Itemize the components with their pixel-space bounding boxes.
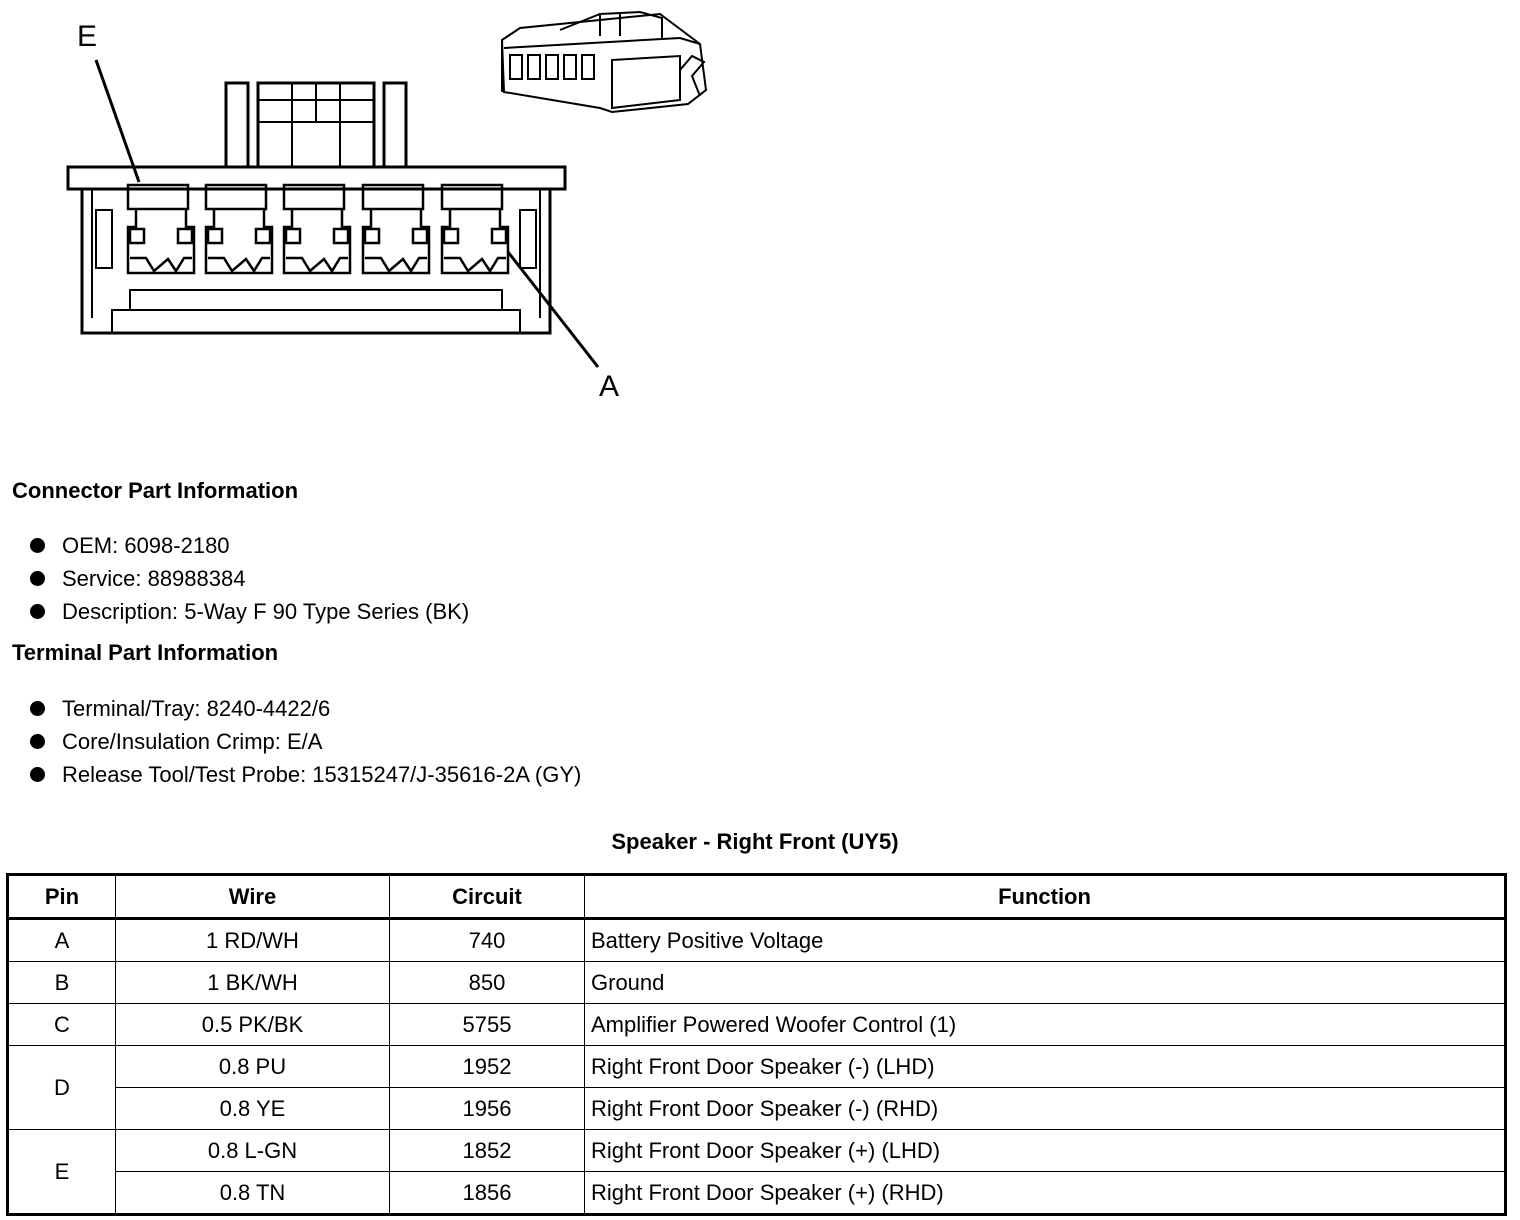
circuit-cell: 1956	[389, 1087, 585, 1130]
list-item: Release Tool/Test Probe: 15315247/J-3561…	[30, 764, 581, 797]
list-item: Terminal/Tray: 8240-4422/6	[30, 698, 581, 731]
wire-cell: 0.8 YE	[115, 1087, 390, 1130]
pinout-table: Pin Wire Circuit Function A 1 RD/WH 740 …	[6, 873, 1507, 1216]
item-text: Terminal/Tray: 8240-4422/6	[62, 696, 331, 721]
wire-cell: 0.8 TN	[115, 1171, 390, 1215]
terminal-cavity	[440, 183, 510, 275]
circuit-cell: 740	[389, 918, 585, 962]
terminal-part-info-title: Terminal Part Information	[12, 640, 279, 665]
list-item: Service: 88988384	[30, 568, 469, 601]
circuit-cell: 1856	[389, 1171, 585, 1215]
circuit-cell: 5755	[389, 1003, 585, 1046]
pin-cell: C	[7, 1003, 116, 1046]
function-cell: Ground	[584, 961, 1506, 1004]
connector-part-info-title: Connector Part Information	[12, 478, 299, 503]
wire-cell: 1 BK/WH	[115, 961, 390, 1004]
terminal-cavity	[361, 183, 431, 275]
terminal-cavity	[282, 183, 352, 275]
function-cell: Right Front Door Speaker (+) (LHD)	[584, 1129, 1506, 1172]
item-text: OEM: 6098-2180	[62, 533, 230, 558]
table-header-row: Pin Wire Circuit Function	[7, 874, 1506, 919]
pin-cell: D	[7, 1045, 116, 1130]
header-function: Function	[584, 874, 1506, 919]
item-text: Service: 88988384	[62, 566, 246, 591]
terminal-part-info-list: Terminal/Tray: 8240-4422/6 Core/Insulati…	[30, 698, 581, 797]
item-text: Core/Insulation Crimp: E/A	[62, 729, 323, 754]
list-item: Core/Insulation Crimp: E/A	[30, 731, 581, 764]
circuit-cell: 1952	[389, 1045, 585, 1088]
table-title: Speaker - Right Front (UY5)	[611, 829, 899, 854]
bullet-icon	[30, 604, 45, 619]
table-row: E 0.8 L-GN 1852 Right Front Door Speaker…	[7, 1129, 1506, 1215]
connector-diagram	[66, 10, 708, 368]
pin-cell: B	[7, 961, 116, 1004]
table-row: C 0.5 PK/BK 5755 Amplifier Powered Woofe…	[7, 1003, 1506, 1046]
table-row: 0.8 TN 1856 Right Front Door Speaker (+)…	[8, 1171, 1506, 1215]
bullet-icon	[30, 571, 45, 586]
circuit-cell: 850	[389, 961, 585, 1004]
bullet-icon	[30, 734, 45, 749]
header-pin: Pin	[7, 874, 116, 919]
header-circuit: Circuit	[389, 874, 585, 919]
function-cell: Right Front Door Speaker (-) (RHD)	[584, 1087, 1506, 1130]
pin-cell: E	[7, 1129, 116, 1215]
table-row: 0.8 YE 1956 Right Front Door Speaker (-)…	[8, 1087, 1506, 1130]
wire-cell: 0.8 L-GN	[115, 1129, 390, 1172]
table-row: D 0.8 PU 1952 Right Front Door Speaker (…	[7, 1045, 1506, 1130]
bullet-icon	[30, 767, 45, 782]
callout-a: A	[599, 370, 620, 403]
function-cell: Right Front Door Speaker (-) (LHD)	[584, 1045, 1506, 1088]
item-text: Release Tool/Test Probe: 15315247/J-3561…	[62, 762, 582, 787]
list-item: OEM: 6098-2180	[30, 535, 469, 568]
item-text: Description: 5-Way F 90 Type Series (BK)	[62, 599, 470, 624]
connector-part-info-list: OEM: 6098-2180 Service: 88988384 Descrip…	[30, 535, 469, 634]
bullet-icon	[30, 538, 45, 553]
wire-cell: 1 RD/WH	[115, 918, 390, 962]
header-wire: Wire	[115, 874, 390, 919]
table-row: B 1 BK/WH 850 Ground	[7, 961, 1506, 1004]
terminal-cavity	[204, 183, 274, 275]
wire-cell: 0.8 PU	[115, 1045, 390, 1088]
pin-cell: A	[7, 918, 116, 962]
function-cell: Battery Positive Voltage	[584, 918, 1506, 962]
terminal-cavity	[126, 183, 196, 275]
callout-e: E	[77, 20, 98, 53]
list-item: Description: 5-Way F 90 Type Series (BK)	[30, 601, 469, 634]
function-cell: Amplifier Powered Woofer Control (1)	[584, 1003, 1506, 1046]
circuit-cell: 1852	[389, 1129, 585, 1172]
bullet-icon	[30, 701, 45, 716]
table-row: A 1 RD/WH 740 Battery Positive Voltage	[7, 918, 1506, 962]
function-cell: Right Front Door Speaker (+) (RHD)	[584, 1171, 1506, 1215]
wire-cell: 0.5 PK/BK	[115, 1003, 390, 1046]
